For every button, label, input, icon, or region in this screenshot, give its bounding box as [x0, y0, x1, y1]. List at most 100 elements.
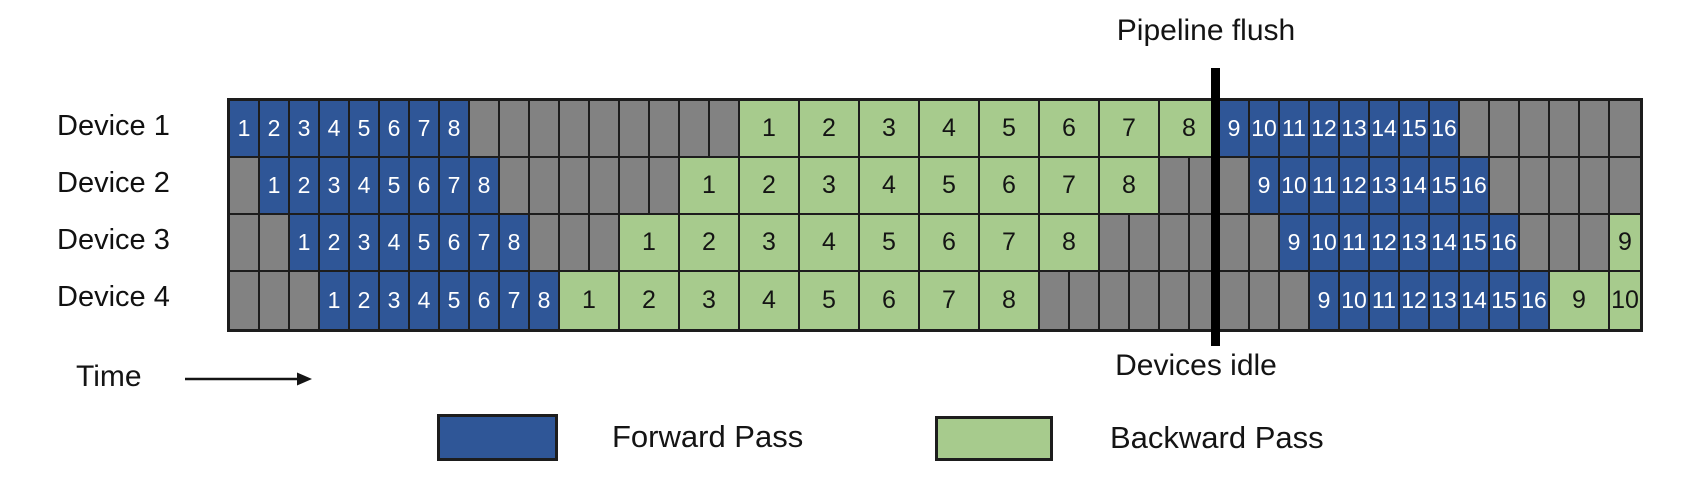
idle-cell — [590, 215, 620, 270]
idle-cell — [230, 272, 260, 329]
device-label-4: Device 4 — [57, 281, 170, 313]
forward-cell-4: 4 — [320, 101, 350, 156]
idle-cell — [620, 158, 650, 213]
forward-cell-15: 15 — [1460, 215, 1490, 270]
forward-cell-5: 5 — [380, 158, 410, 213]
time-arrow-icon — [185, 372, 312, 386]
forward-cell-13: 13 — [1370, 158, 1400, 213]
idle-cell — [470, 101, 500, 156]
forward-cell-7: 7 — [410, 101, 440, 156]
backward-cell-3: 3 — [860, 101, 920, 156]
forward-cell-2: 2 — [260, 101, 290, 156]
backward-cell-2: 2 — [740, 158, 800, 213]
forward-cell-8: 8 — [470, 158, 500, 213]
idle-cell — [1460, 101, 1490, 156]
backward-cell-9: 9 — [1550, 272, 1610, 329]
idle-cell — [290, 272, 320, 329]
idle-cell — [1220, 272, 1250, 329]
backward-cell-7: 7 — [1100, 101, 1160, 156]
backward-cell-3: 3 — [800, 158, 860, 213]
idle-cell — [560, 215, 590, 270]
forward-cell-14: 14 — [1400, 158, 1430, 213]
backward-cell-4: 4 — [740, 272, 800, 329]
idle-cell — [1520, 215, 1550, 270]
forward-cell-4: 4 — [380, 215, 410, 270]
forward-cell-13: 13 — [1340, 101, 1370, 156]
backward-cell-5: 5 — [920, 158, 980, 213]
idle-cell — [1520, 158, 1550, 213]
idle-cell — [230, 215, 260, 270]
forward-cell-16: 16 — [1460, 158, 1490, 213]
backward-cell-10: 10 — [1610, 272, 1640, 329]
backward-cell-2: 2 — [800, 101, 860, 156]
backward-cell-1: 1 — [680, 158, 740, 213]
idle-cell — [620, 101, 650, 156]
forward-cell-14: 14 — [1460, 272, 1490, 329]
backward-cell-3: 3 — [740, 215, 800, 270]
pipeline-flush-line — [1211, 68, 1220, 346]
backward-cell-5: 5 — [800, 272, 860, 329]
idle-cell — [1130, 215, 1160, 270]
forward-cell-9: 9 — [1310, 272, 1340, 329]
device-label-1: Device 1 — [57, 110, 170, 142]
backward-cell-3: 3 — [680, 272, 740, 329]
idle-cell — [1580, 101, 1610, 156]
backward-cell-4: 4 — [800, 215, 860, 270]
idle-cell — [1550, 158, 1580, 213]
idle-cell — [1610, 158, 1640, 213]
forward-cell-15: 15 — [1400, 101, 1430, 156]
idle-cell — [260, 215, 290, 270]
idle-cell — [650, 158, 680, 213]
idle-cell — [1130, 272, 1160, 329]
devices-idle-label: Devices idle — [1115, 349, 1277, 382]
idle-cell — [680, 101, 710, 156]
forward-cell-11: 11 — [1280, 101, 1310, 156]
idle-cell — [1220, 158, 1250, 213]
device-label-2: Device 2 — [57, 167, 170, 199]
forward-pass-swatch — [437, 414, 558, 461]
forward-cell-5: 5 — [410, 215, 440, 270]
idle-cell — [1580, 215, 1610, 270]
forward-cell-16: 16 — [1430, 101, 1460, 156]
backward-cell-2: 2 — [680, 215, 740, 270]
pipeline-flush-label: Pipeline flush — [1116, 14, 1296, 47]
backward-cell-5: 5 — [860, 215, 920, 270]
idle-cell — [1220, 215, 1250, 270]
idle-cell — [1160, 158, 1190, 213]
forward-cell-14: 14 — [1430, 215, 1460, 270]
idle-cell — [1250, 215, 1280, 270]
backward-cell-6: 6 — [980, 158, 1040, 213]
idle-cell — [1580, 158, 1610, 213]
idle-cell — [1490, 101, 1520, 156]
idle-cell — [530, 215, 560, 270]
idle-cell — [1070, 272, 1100, 329]
forward-cell-1: 1 — [260, 158, 290, 213]
backward-cell-1: 1 — [740, 101, 800, 156]
idle-cell — [1520, 101, 1550, 156]
forward-cell-5: 5 — [350, 101, 380, 156]
backward-cell-2: 2 — [620, 272, 680, 329]
backward-cell-4: 4 — [860, 158, 920, 213]
forward-cell-8: 8 — [530, 272, 560, 329]
forward-cell-10: 10 — [1340, 272, 1370, 329]
backward-cell-8: 8 — [1100, 158, 1160, 213]
idle-cell — [530, 101, 560, 156]
forward-cell-10: 10 — [1280, 158, 1310, 213]
idle-cell — [1040, 272, 1070, 329]
idle-cell — [590, 101, 620, 156]
forward-cell-2: 2 — [320, 215, 350, 270]
idle-cell — [1250, 272, 1280, 329]
forward-cell-4: 4 — [350, 158, 380, 213]
forward-cell-1: 1 — [320, 272, 350, 329]
forward-cell-9: 9 — [1220, 101, 1250, 156]
idle-cell — [1280, 272, 1310, 329]
idle-cell — [1550, 101, 1580, 156]
forward-cell-12: 12 — [1400, 272, 1430, 329]
idle-cell — [1610, 101, 1640, 156]
forward-cell-11: 11 — [1310, 158, 1340, 213]
forward-cell-6: 6 — [440, 215, 470, 270]
idle-cell — [1100, 215, 1130, 270]
forward-cell-12: 12 — [1340, 158, 1370, 213]
